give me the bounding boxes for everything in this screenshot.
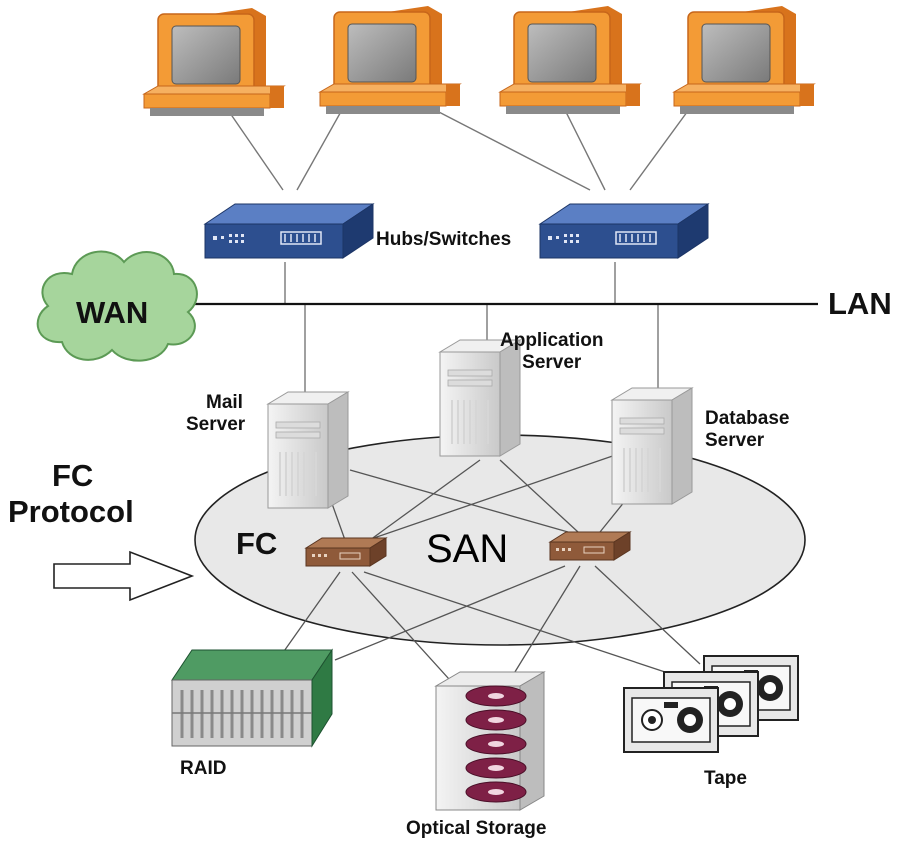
hubs-switches-label: Hubs/Switches	[376, 229, 512, 250]
lan-label: LAN	[828, 286, 892, 321]
optical-storage-label: Optical Storage	[406, 818, 547, 839]
database-server-label-line2: Server	[705, 429, 765, 451]
fc-protocol-label-line2: Protocol	[8, 493, 134, 529]
wan-label: WAN	[76, 295, 149, 330]
fc-protocol-label-line1: FC	[52, 458, 94, 493]
application-server-label-line1: Application	[500, 330, 604, 351]
tape-library-icon	[623, 655, 799, 753]
database-server-label: Database Server	[705, 408, 790, 452]
tape-label: Tape	[704, 768, 747, 789]
san-label: SAN	[426, 527, 509, 571]
workstation-monitor-1	[143, 7, 285, 117]
wan-cloud-icon	[36, 250, 198, 362]
hub-switch-left	[204, 203, 374, 259]
application-server-label: Application Server	[500, 330, 603, 374]
lan-links	[229, 107, 691, 395]
fc-protocol-label: FC Protocol	[8, 458, 134, 529]
mail-server-label-line1: Mail	[206, 392, 243, 413]
workstation-monitor-2	[319, 5, 461, 115]
mail-server-icon	[267, 391, 349, 509]
mail-server-label-line2: Server	[186, 413, 246, 435]
database-server-label-line1: Database	[705, 408, 790, 429]
fc-switch-left	[305, 537, 387, 567]
fc-switch-right	[549, 531, 631, 561]
fc-label: FC	[236, 526, 278, 561]
application-server-label-line2: Server	[522, 351, 582, 373]
database-server-icon	[611, 387, 693, 505]
raid-array-icon	[171, 648, 333, 748]
fc-protocol-arrow-icon	[53, 550, 195, 602]
hub-switch-right	[539, 203, 709, 259]
optical-storage-icon	[434, 671, 546, 811]
workstation-monitor-4	[673, 5, 815, 115]
workstation-monitor-3	[499, 5, 641, 115]
mail-server-label: Mail Server	[186, 392, 245, 436]
raid-label: RAID	[180, 758, 227, 779]
